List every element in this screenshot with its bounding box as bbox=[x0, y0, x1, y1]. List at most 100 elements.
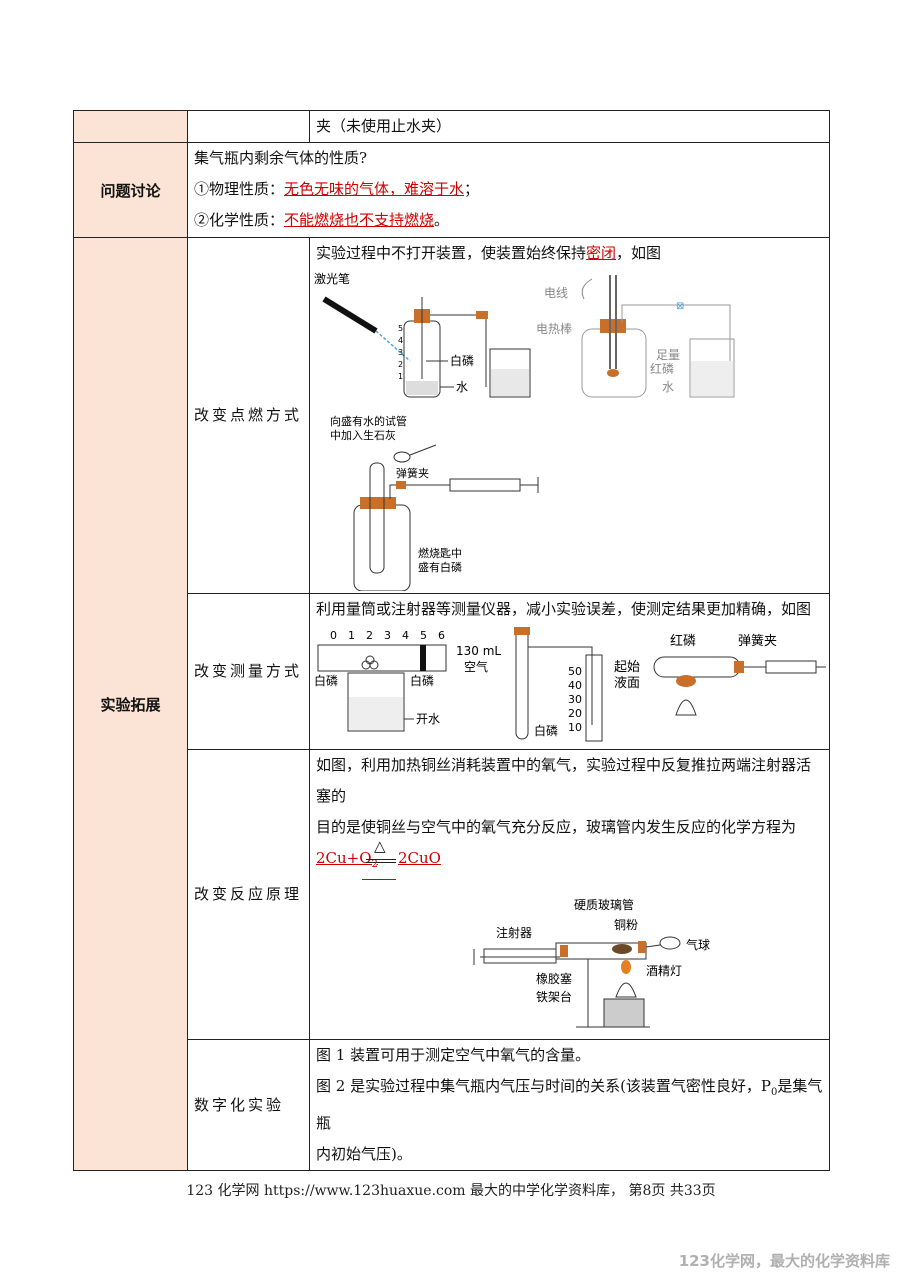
svg-text:燃烧匙中: 燃烧匙中 bbox=[418, 546, 462, 560]
beaker-hot-water bbox=[347, 672, 405, 732]
svg-text:50: 50 bbox=[568, 665, 582, 678]
svg-text:1: 1 bbox=[398, 372, 403, 381]
wire-label: 电线 bbox=[544, 286, 568, 300]
empty-label-cell bbox=[73, 110, 188, 143]
svg-text:注射器: 注射器 bbox=[496, 925, 532, 940]
heating-rod-label: 电热棒 bbox=[536, 322, 572, 336]
svg-text:10: 10 bbox=[568, 721, 582, 734]
extension-label: 实验拓展 bbox=[73, 237, 188, 1171]
discussion-content: 集气瓶内剩余气体的性质? ①物理性质：无色无味的气体，难溶于水； ②化学性质：不… bbox=[187, 142, 830, 238]
laser-label: 激光笔 bbox=[314, 271, 350, 286]
table-row: 实验拓展 改变点燃方式 实验过程中不打开装置，使装置始终保持密闭，如图 激光笔 … bbox=[73, 237, 830, 1171]
syringe-left bbox=[483, 948, 557, 964]
svg-text:4: 4 bbox=[402, 629, 409, 642]
principle-text-2: 目的是使铜丝与空气中的氧气充分反应，玻璃管内发生反应的化学方程为 bbox=[316, 818, 797, 836]
principle-content: 如图，利用加热铜丝消耗装置中的氧气，实验过程中反复推拉两端注射器活塞的 目的是使… bbox=[309, 749, 830, 1040]
measure-text: 利用量筒或注射器等测量仪器，减小实验误差，使测定结果更加精确，如图 bbox=[316, 600, 812, 618]
empty-cell bbox=[187, 110, 310, 143]
stopper-2 bbox=[600, 319, 626, 333]
red-phos-label: 红磷 bbox=[650, 361, 674, 376]
discussion-question: 集气瓶内剩余气体的性质? bbox=[194, 149, 368, 167]
measure-content: 利用量筒或注射器等测量仪器，减小实验误差，使测定结果更加精确，如图 0 1 2 … bbox=[309, 593, 830, 750]
principle-text-1: 如图，利用加热铜丝消耗装置中的氧气，实验过程中反复推拉两端注射器活塞的 bbox=[316, 756, 812, 805]
table-row: 数字化实验 图 1 装置可用于测定空气中氧气的含量。 图 2 是实验过程中集气瓶… bbox=[74, 1039, 830, 1171]
ignition-label: 改变点燃方式 bbox=[187, 237, 310, 594]
svg-text:橡胶塞: 橡胶塞 bbox=[536, 971, 572, 986]
digital-line-2: 图 2 是实验过程中集气瓶内气压与时间的关系(该装置气密性良好，P0是集气瓶 bbox=[316, 1077, 823, 1132]
svg-text:30: 30 bbox=[568, 693, 582, 706]
svg-text:盛有白磷: 盛有白磷 bbox=[418, 560, 462, 574]
svg-text:中加入生石灰: 中加入生石灰 bbox=[330, 428, 396, 442]
digital-line-3: 内初始气压)。 bbox=[316, 1145, 412, 1163]
air-tube bbox=[515, 628, 529, 740]
svg-text:水: 水 bbox=[662, 380, 674, 394]
svg-text:40: 40 bbox=[568, 679, 582, 692]
svg-text:红磷: 红磷 bbox=[670, 633, 696, 649]
bottle-3 bbox=[353, 504, 411, 591]
svg-text:6: 6 bbox=[438, 629, 445, 642]
svg-text:弹簧夹: 弹簧夹 bbox=[396, 466, 429, 480]
svg-text:开水: 开水 bbox=[416, 712, 440, 726]
svg-text:20: 20 bbox=[568, 707, 582, 720]
svg-text:5: 5 bbox=[420, 629, 427, 642]
measure-label: 改变测量方式 bbox=[187, 593, 310, 750]
svg-text:铁架台: 铁架台 bbox=[536, 989, 572, 1004]
svg-text:5: 5 bbox=[398, 324, 403, 333]
svg-text:足量: 足量 bbox=[656, 348, 680, 362]
scale-tube bbox=[317, 644, 447, 672]
digital-line-1: 图 1 装置可用于测定空气中氧气的含量。 bbox=[316, 1046, 591, 1064]
chemical-answer: 不能燃烧也不支持燃烧 bbox=[284, 211, 435, 229]
digital-label: 数字化实验 bbox=[187, 1039, 310, 1171]
clip-1 bbox=[476, 311, 488, 319]
table-row: 改变测量方式 利用量筒或注射器等测量仪器，减小实验误差，使测定结果更加精确，如图… bbox=[74, 593, 830, 750]
svg-text:硬质玻璃管: 硬质玻璃管 bbox=[574, 897, 634, 912]
laser-pen bbox=[322, 296, 378, 334]
svg-text:起始: 起始 bbox=[614, 660, 640, 675]
svg-text:液面: 液面 bbox=[614, 676, 640, 691]
white-phos-label: 白磷 bbox=[450, 353, 474, 368]
hard-glass-tube bbox=[555, 942, 647, 960]
svg-text:白磷: 白磷 bbox=[534, 723, 558, 738]
watermark: 123化学网，最大的化学资料库 bbox=[678, 1252, 890, 1270]
alcohol-lamp bbox=[675, 699, 697, 716]
measure-figures: 0 1 2 3 4 5 6 白磷 白磷 开水 130 mL 空气 bbox=[314, 627, 826, 742]
page-footer: 123 化学网 https://www.123huaxue.com 最大的中学化… bbox=[186, 1183, 716, 1199]
svg-text:气球: 气球 bbox=[686, 937, 710, 952]
stopper-3 bbox=[360, 497, 396, 509]
svg-text:130 mL: 130 mL bbox=[456, 644, 501, 658]
tube-1 bbox=[430, 314, 487, 387]
copper-apparatus-figure: 硬质玻璃管 铜粉 注射器 气球 橡胶塞 铁架台 酒精灯 bbox=[473, 897, 710, 1028]
measuring-cylinder bbox=[585, 654, 603, 742]
discussion-label: 问题讨论 bbox=[73, 142, 188, 238]
svg-text:铜粉: 铜粉 bbox=[614, 917, 638, 932]
laser-beam bbox=[375, 330, 411, 362]
svg-text:3: 3 bbox=[384, 629, 391, 642]
svg-text:向盛有水的试管: 向盛有水的试管 bbox=[330, 414, 407, 428]
svg-text:4: 4 bbox=[398, 336, 403, 345]
svg-text:1: 1 bbox=[348, 629, 355, 642]
content-table: 夹（未使用止水夹） 问题讨论 集气瓶内剩余气体的性质? ①物理性质：无色无味的气… bbox=[73, 110, 830, 1171]
svg-text:弹簧夹: 弹簧夹 bbox=[738, 633, 777, 649]
svg-text:酒精灯: 酒精灯 bbox=[646, 964, 682, 978]
svg-text:白磷: 白磷 bbox=[314, 673, 338, 688]
svg-text:白磷: 白磷 bbox=[410, 673, 434, 688]
red-phos-tube bbox=[653, 656, 741, 678]
ignition-text: 实验过程中不打开装置，使装置始终保持密闭，如图 bbox=[316, 244, 662, 262]
table-row: 夹（未使用止水夹） bbox=[73, 110, 830, 143]
tube-2 bbox=[621, 304, 731, 379]
ignition-content: 实验过程中不打开装置，使装置始终保持密闭，如图 激光笔 5 4 3 2 1 白磷 bbox=[309, 237, 830, 594]
syringe-3 bbox=[449, 478, 521, 492]
ignition-figures: 激光笔 5 4 3 2 1 白磷 水 bbox=[314, 271, 735, 591]
svg-text:⊠: ⊠ bbox=[676, 301, 684, 312]
svg-text:0: 0 bbox=[330, 629, 337, 642]
svg-text:2: 2 bbox=[398, 360, 403, 369]
principle-label: 改变反应原理 bbox=[187, 749, 310, 1040]
physical-property: ①物理性质：无色无味的气体，难溶于水； bbox=[194, 180, 480, 198]
flask-2 bbox=[581, 328, 647, 398]
beaker-1 bbox=[489, 348, 531, 398]
heat-condition: △ bbox=[374, 837, 386, 855]
svg-text:2: 2 bbox=[366, 629, 373, 642]
balloon bbox=[659, 936, 681, 950]
lamp bbox=[615, 982, 637, 998]
syringe-measure bbox=[765, 660, 817, 674]
